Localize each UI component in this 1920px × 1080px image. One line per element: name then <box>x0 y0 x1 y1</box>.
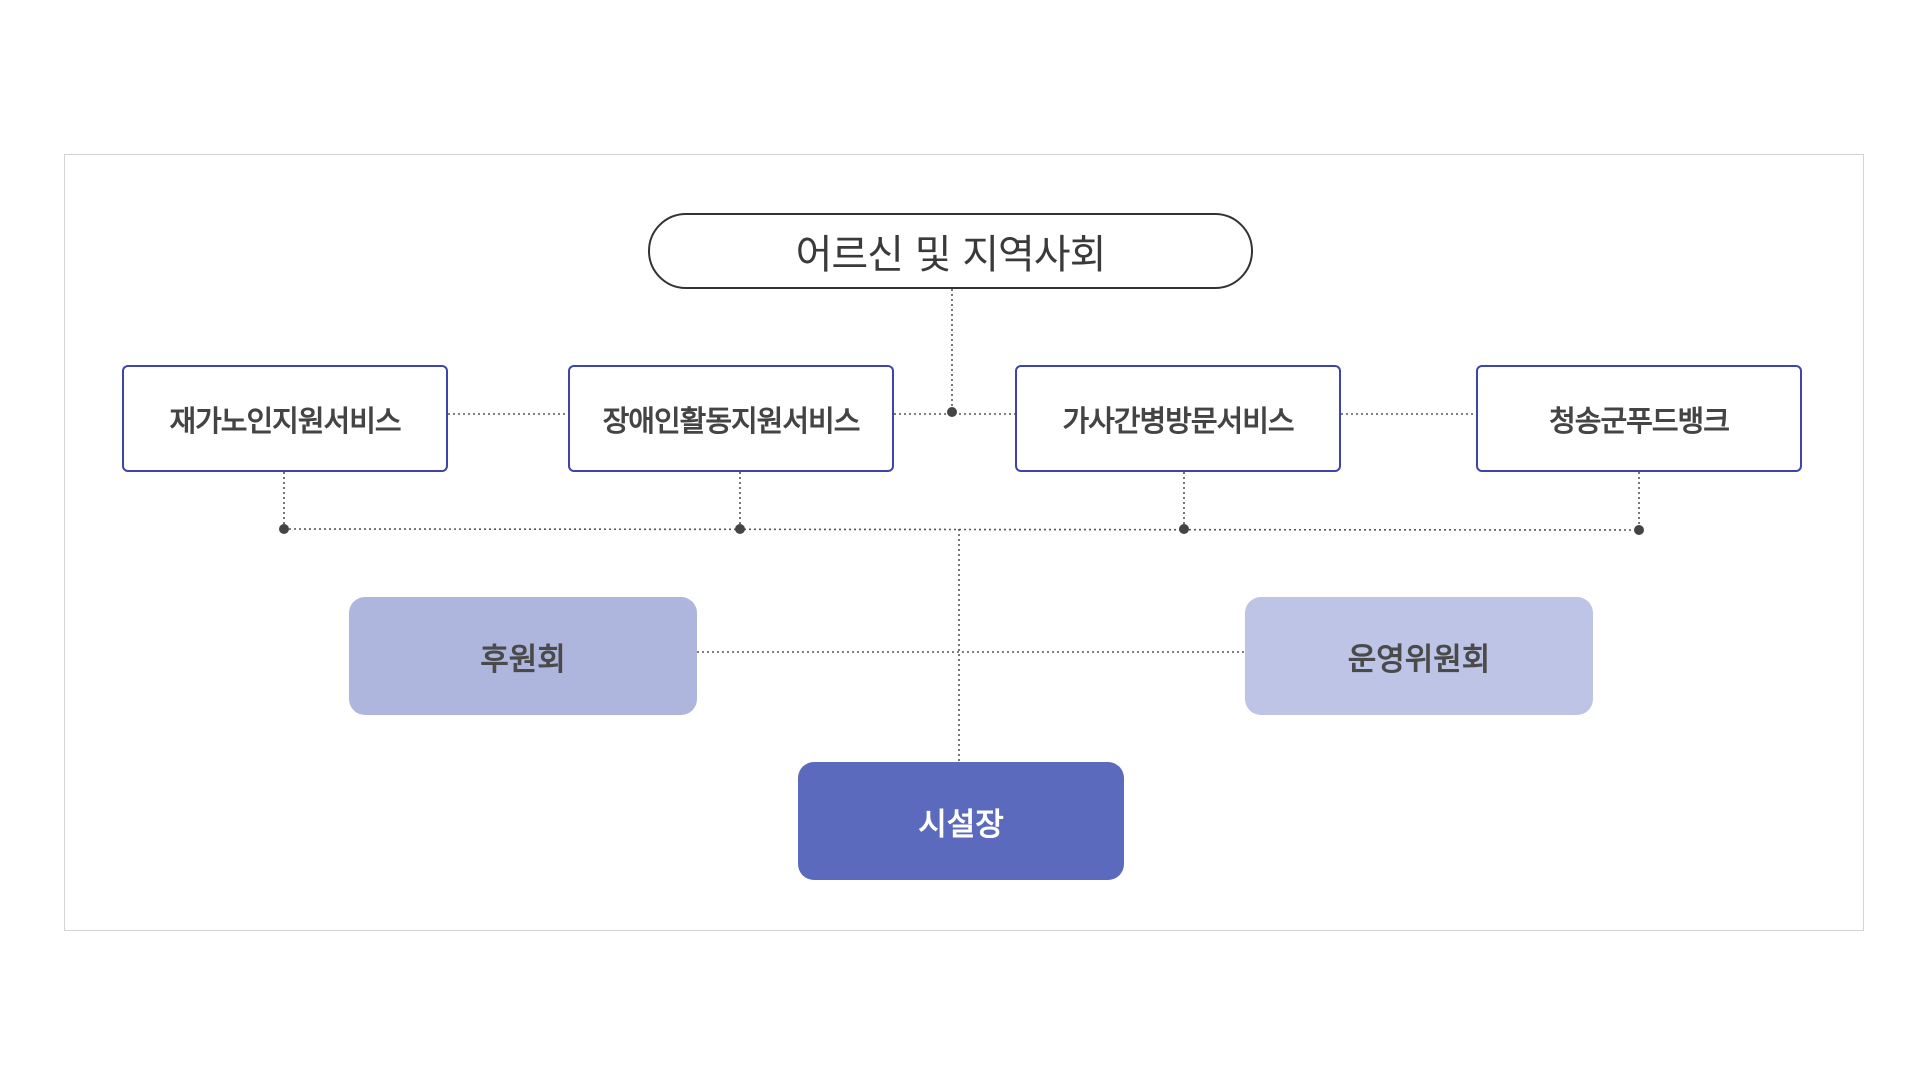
service-node-label: 가사간병방문서비스 <box>1062 403 1294 438</box>
junction-dot-top <box>947 407 957 417</box>
top-node: 어르신 및 지역사회 <box>648 213 1253 289</box>
service-node-food-bank: 청송군푸드뱅크 <box>1476 365 1802 472</box>
service-node-home-elderly: 재가노인지원서비스 <box>122 365 448 472</box>
junction-dot-svc2 <box>735 524 745 534</box>
support-node-label: 후원회 <box>480 641 566 678</box>
support-node-label: 운영위원회 <box>1347 641 1491 678</box>
service-node-label: 재가노인지원서비스 <box>169 403 401 438</box>
junction-dot-svc3 <box>1179 524 1189 534</box>
diagram-frame <box>64 154 1864 931</box>
junction-dot-svc1 <box>279 524 289 534</box>
support-node-sponsors: 후원회 <box>349 597 697 715</box>
top-node-label: 어르신 및 지역사회 <box>795 232 1107 278</box>
director-node-label: 시설장 <box>918 806 1004 843</box>
director-node: 시설장 <box>798 762 1124 880</box>
service-node-label: 청송군푸드뱅크 <box>1549 403 1730 438</box>
service-node-disability-activity: 장애인활동지원서비스 <box>568 365 894 472</box>
connector-bus <box>283 528 1640 531</box>
service-node-label: 장애인활동지원서비스 <box>602 403 861 438</box>
service-node-home-care-visit: 가사간병방문서비스 <box>1015 365 1341 472</box>
support-node-steering-committee: 운영위원회 <box>1245 597 1593 715</box>
junction-dot-svc4 <box>1634 525 1644 535</box>
